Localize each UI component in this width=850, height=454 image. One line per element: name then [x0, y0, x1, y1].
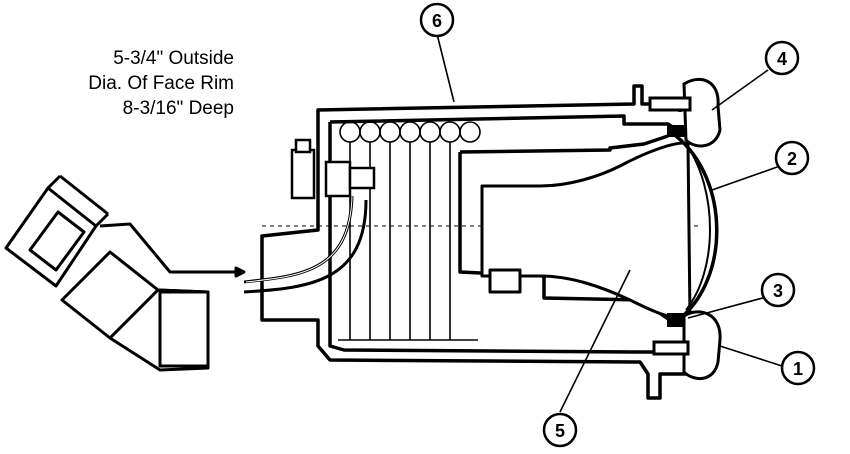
- elbow-fitting: [4, 174, 246, 372]
- power-wires: [243, 195, 368, 294]
- svg-text:1: 1: [793, 359, 803, 379]
- callout-4: 4: [764, 40, 800, 76]
- caption-line-1: 5-3/4" Outside: [113, 48, 234, 69]
- caption-line-2: Dia. Of Face Rim: [88, 73, 234, 94]
- svg-text:3: 3: [773, 281, 783, 301]
- svg-text:5: 5: [555, 421, 565, 441]
- transformer-coil: [338, 121, 481, 341]
- dimensions-caption: 5-3/4" Outside Dia. Of Face Rim 8-3/16" …: [88, 46, 234, 121]
- caption-line-3: 8-3/16" Deep: [122, 98, 234, 119]
- callout-2: 2: [774, 140, 810, 176]
- svg-text:4: 4: [777, 49, 787, 69]
- callout-1: 1: [780, 350, 816, 386]
- thumb-screw-knobs: [648, 77, 722, 381]
- callout-6: 6: [419, 2, 455, 38]
- callout-3: 3: [760, 272, 796, 308]
- callout-5: 5: [542, 412, 578, 448]
- svg-text:2: 2: [787, 149, 797, 169]
- callout-leaders: [436, 33, 783, 413]
- lamp-bulb: [480, 141, 692, 320]
- terminal-clamp: [290, 138, 376, 200]
- svg-text:6: 6: [432, 11, 442, 31]
